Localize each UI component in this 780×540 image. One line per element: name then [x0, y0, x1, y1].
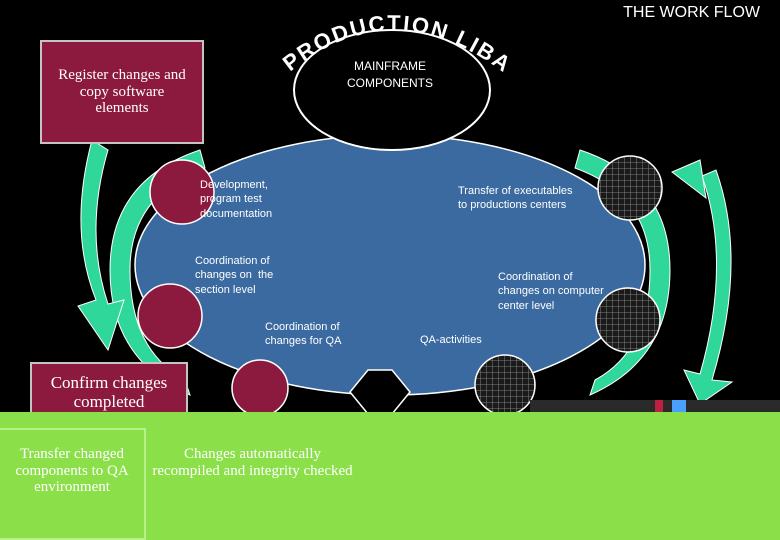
label-coord-qa-line-2: changes for QA: [265, 335, 342, 348]
step-circle-development: [149, 159, 215, 225]
step-circle-qa: [474, 354, 536, 416]
label-qa-line-1: QA-activities: [420, 334, 482, 346]
register-changes-text: Register changes and copy software eleme…: [58, 67, 186, 117]
recompile-box: Changes automatically recompiled and int…: [150, 436, 355, 540]
label-development: Development, program test documentation: [200, 178, 272, 221]
label-coord-section: Coordination of changes on the section l…: [195, 254, 273, 297]
step-circle-transfer-exec: [597, 155, 663, 221]
step-circle-coord-section: [137, 283, 203, 349]
step-circle-coord-qa: [231, 359, 289, 417]
label-development-line-1: Development,: [200, 179, 268, 191]
strip-mark-2: [672, 400, 686, 412]
label-coord-qa: Coordination of changes for QA: [265, 320, 341, 349]
label-coord-center-line-2: changes on computer: [498, 285, 604, 298]
mainframe-label: MAINFRAME COMPONENTS: [330, 58, 450, 92]
label-coord-center-line-1: Coordination of: [498, 271, 573, 283]
label-coord-qa-line-1: Coordination of: [265, 321, 340, 333]
right-upper-arrow-head: [671, 159, 707, 200]
label-development-line-2: program test: [200, 193, 262, 206]
label-coord-center-line-3: center level: [498, 299, 555, 312]
label-transfer-exec-line-2: to productions centers: [458, 199, 567, 212]
recompile-text: Changes automatically recompiled and int…: [152, 446, 353, 479]
label-coord-center: Coordination of changes on computer cent…: [498, 270, 604, 313]
right-outer-arrow: [683, 169, 734, 405]
register-changes-box: Register changes and copy software eleme…: [40, 40, 204, 144]
label-coord-section-line-1: Coordination of: [195, 255, 270, 267]
strip-mark-1: [655, 400, 663, 412]
label-development-line-3: documentation: [200, 207, 273, 220]
step-circle-coord-center: [595, 287, 661, 353]
mainframe-line-1: MAINFRAME: [354, 59, 426, 73]
label-transfer-exec: Transfer of executables to productions c…: [458, 184, 573, 213]
left-cycle-arrow: [109, 149, 206, 396]
left-outer-arrow: [77, 139, 125, 352]
mainframe-line-2: COMPONENTS: [346, 75, 433, 90]
label-transfer-exec-line-1: Transfer of executables: [458, 185, 573, 197]
confirm-changes-text: Confirm changes completed: [50, 373, 168, 411]
transfer-components-text: Transfer changed components to QA enviro…: [15, 446, 129, 495]
page-title: THE WORK FLOW: [623, 4, 760, 21]
mainframe-ellipse: [293, 29, 491, 151]
label-coord-section-line-3: section level: [195, 283, 256, 296]
label-qa: QA-activities: [420, 333, 482, 347]
transfer-components-box: Transfer changed components to QA enviro…: [0, 428, 146, 540]
label-coord-section-line-2: changes on the: [195, 269, 274, 282]
